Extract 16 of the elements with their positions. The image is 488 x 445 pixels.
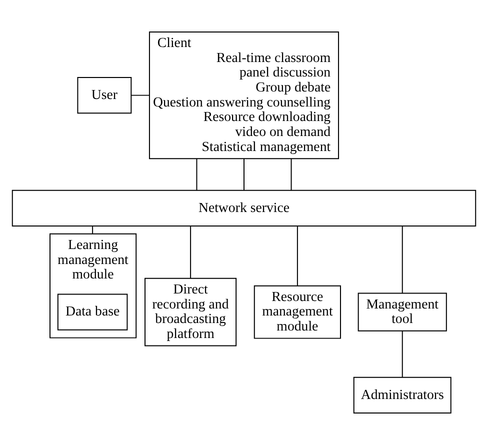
connector <box>402 226 403 294</box>
node-box: Client Real-time classroom panel discussion Group debate Question answering counselling Resource downloading video on demand Statistical management <box>148 31 340 160</box>
node-box: Resource management module <box>254 285 341 339</box>
connector <box>92 226 94 234</box>
node-box: User <box>77 77 132 114</box>
node-box: Direct recording and broadcasting platform <box>144 278 237 346</box>
connector <box>130 94 150 96</box>
connector <box>296 226 298 286</box>
node-box: Management tool <box>358 292 447 332</box>
connector <box>196 158 198 191</box>
node-box: Network service <box>12 190 476 226</box>
node-box: Administrators <box>353 376 452 414</box>
connector <box>190 226 192 279</box>
connector <box>402 330 403 378</box>
node-box: Data base <box>57 294 128 330</box>
connector <box>290 158 292 191</box>
